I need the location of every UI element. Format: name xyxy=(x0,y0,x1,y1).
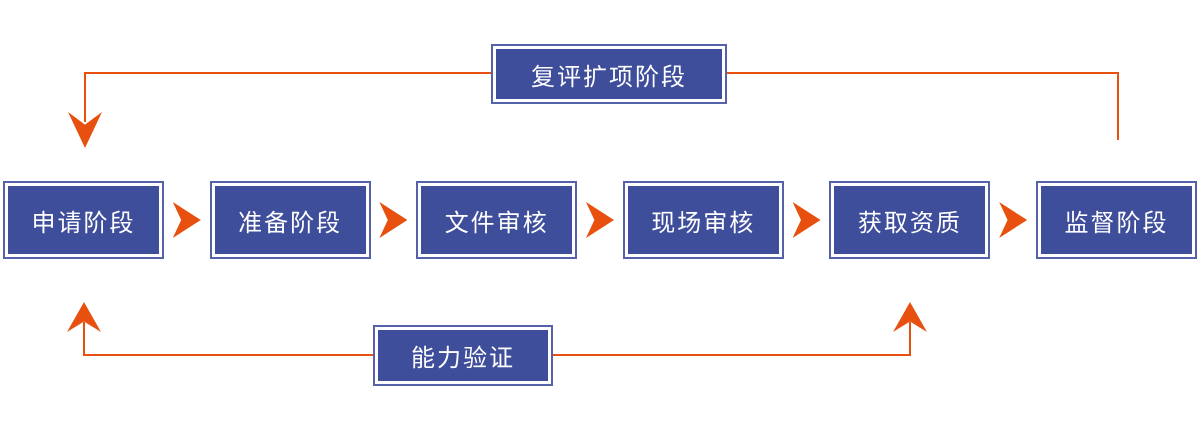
capability-verification-label: 能力验证 xyxy=(378,330,548,381)
stage-box-supervision: 监督阶段 xyxy=(1035,181,1197,259)
review-expansion-stage-label: 复评扩项阶段 xyxy=(496,49,722,99)
capability-verification-box: 能力验证 xyxy=(373,325,553,386)
bottom-loop-left-vertical-line xyxy=(83,322,85,356)
stage-label: 申请阶段 xyxy=(8,186,159,254)
chevron-right-icon xyxy=(172,202,201,238)
chevron-right-icon xyxy=(379,202,408,238)
top-loop-right-vertical-line xyxy=(1117,72,1119,140)
stage-box-onsite-review: 现场审核 xyxy=(622,181,784,259)
stage-label: 现场审核 xyxy=(627,186,779,254)
top-loop-left-vertical-line xyxy=(84,72,86,122)
stage-box-application: 申请阶段 xyxy=(3,181,164,259)
review-expansion-stage-box: 复评扩项阶段 xyxy=(491,44,727,104)
bottom-loop-right-vertical-line xyxy=(909,322,911,356)
chevron-right-icon xyxy=(585,202,614,238)
chevron-right-icon xyxy=(999,202,1028,238)
stage-box-document-review: 文件审核 xyxy=(416,181,578,259)
stage-label: 获取资质 xyxy=(834,186,986,254)
stage-label: 文件审核 xyxy=(421,186,573,254)
stage-box-preparation: 准备阶段 xyxy=(209,181,371,259)
stage-label: 监督阶段 xyxy=(1040,186,1192,254)
chevron-right-icon xyxy=(792,202,821,238)
stage-row: 申请阶段 准备阶段 文件审核 现场审核 获取资质 监督阶段 xyxy=(3,181,1197,259)
stage-label: 准备阶段 xyxy=(214,186,366,254)
stage-box-qualification: 获取资质 xyxy=(829,181,991,259)
